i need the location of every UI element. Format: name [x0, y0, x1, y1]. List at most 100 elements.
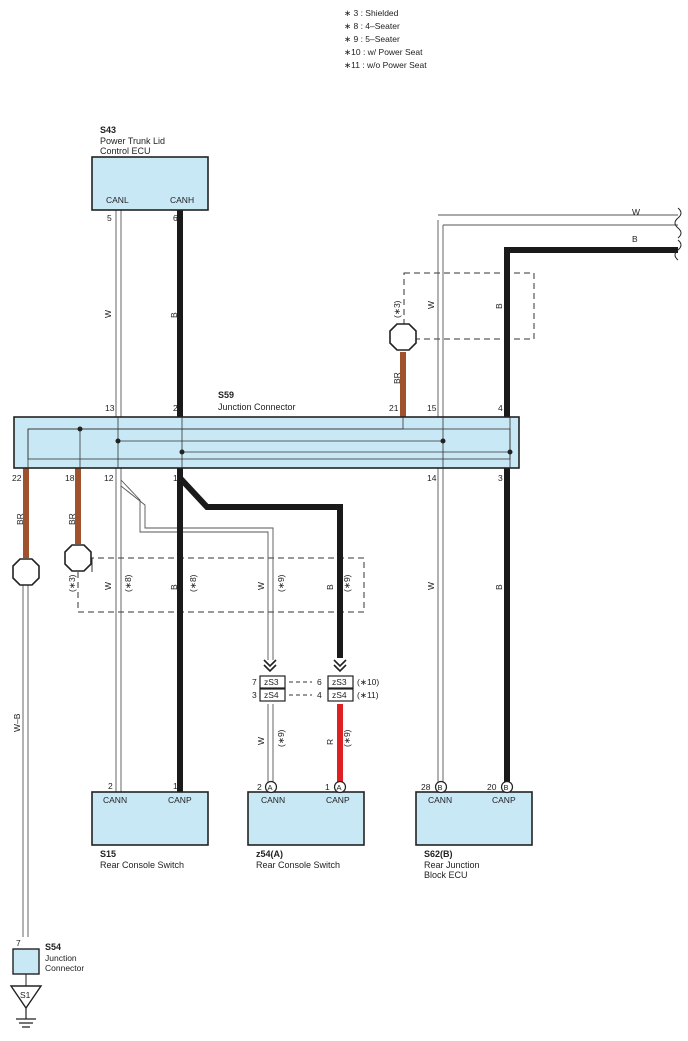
- note: (∗10): [357, 677, 379, 687]
- pin-number: 14: [427, 473, 437, 483]
- pin-number: 22: [12, 473, 22, 483]
- pin-number: 15: [427, 403, 437, 413]
- pin-number: 5: [107, 213, 112, 223]
- wire-note: (∗9): [342, 574, 352, 592]
- pin-number: 6: [317, 677, 322, 687]
- pin-label: CANN: [103, 795, 127, 805]
- s59-junction-connector: [13, 416, 520, 469]
- z54-name: Rear Console Switch: [256, 860, 340, 870]
- pin-number: 2: [257, 782, 262, 792]
- conn-letter: B: [438, 783, 443, 792]
- wire-color-label: BR: [15, 513, 25, 525]
- pin-label: CANP: [492, 795, 516, 805]
- connector-arrow-icon: [263, 659, 347, 673]
- ground-label: S1: [20, 990, 31, 1000]
- pin-number: 4: [498, 403, 503, 413]
- legend-item: ∗ 9 : 5–Seater: [344, 34, 400, 44]
- wire-color-label: W–B: [12, 713, 22, 732]
- wire-color-label: BR: [392, 372, 402, 384]
- s59-pins-bottom: 22 18 12 1 14 3: [12, 473, 503, 483]
- pin-number: 13: [105, 403, 115, 413]
- z54-code: z54(A): [256, 849, 283, 859]
- wire-note: (∗9): [342, 729, 352, 747]
- wire-color-label: W: [256, 582, 266, 590]
- legend-item: ∗10 : w/ Power Seat: [344, 47, 423, 57]
- pin-number: 18: [65, 473, 75, 483]
- legend-item: ∗11 : w/o Power Seat: [344, 60, 427, 70]
- shield-box-top: [403, 272, 535, 340]
- s62-name: Rear Junction: [424, 860, 480, 870]
- legend: ∗ 3 : Shielded ∗ 8 : 4–Seater ∗ 9 : 5–Se…: [344, 8, 427, 70]
- wire-break-icon: [674, 207, 682, 261]
- wire-color-label: B: [632, 234, 638, 244]
- pin-number: 2: [108, 781, 113, 791]
- legend-item: ∗ 8 : 4–Seater: [344, 21, 400, 31]
- wire-color-label: W: [426, 301, 436, 309]
- legend-item: ∗ 3 : Shielded: [344, 8, 399, 18]
- s43-name: Power Trunk Lid: [100, 136, 165, 146]
- conn-letter: A: [337, 783, 342, 792]
- pin-number: 2: [173, 403, 178, 413]
- wire-color-label: R: [325, 739, 335, 745]
- s62-code: S62(B): [424, 849, 453, 859]
- pin-number: 7: [252, 677, 257, 687]
- s59-pins-top: 13 2 21 15 4: [105, 403, 503, 413]
- s54-connector: [12, 948, 40, 975]
- wire-note: (∗3): [392, 300, 402, 318]
- wire-note: (∗8): [188, 574, 198, 592]
- wire-color-label: B: [494, 584, 504, 590]
- wire-labels: W B W B BR (∗3) BR BR (∗3) W (∗8) B (∗8)…: [12, 207, 640, 747]
- wire-color-label: BR: [67, 513, 77, 525]
- pin-number: 4: [317, 690, 322, 700]
- black-wires: [177, 210, 678, 792]
- s62-ecu: CANN CANP B B: [415, 780, 533, 846]
- pin-number: 3: [252, 690, 257, 700]
- connector-label: zS3: [332, 677, 347, 687]
- wire-color-label: W: [256, 737, 266, 745]
- wire-color-label: W: [426, 582, 436, 590]
- s43-name: Control ECU: [100, 146, 151, 156]
- wire-color-label: W: [103, 582, 113, 590]
- s43-pin-canl: CANL: [106, 195, 129, 205]
- s59-code: S59: [218, 390, 234, 400]
- s62-name: Block ECU: [424, 870, 468, 880]
- pin-label: CANN: [428, 795, 452, 805]
- pin-label: CANP: [168, 795, 192, 805]
- connector-label: zS4: [332, 690, 347, 700]
- pin-label: CANN: [261, 795, 285, 805]
- ground-icon: [9, 985, 43, 1028]
- wire-note: (∗8): [123, 574, 133, 592]
- pin-number: 3: [498, 473, 503, 483]
- s54-code: S54: [45, 942, 61, 952]
- wire-color-label: W: [103, 310, 113, 318]
- wire-color-label: B: [494, 303, 504, 309]
- connector-label: zS4: [264, 690, 279, 700]
- pin-number: 1: [173, 473, 178, 483]
- pin-number: 12: [104, 473, 114, 483]
- s15-code: S15: [100, 849, 116, 859]
- s54-name: Junction: [45, 953, 77, 963]
- z54-switch: CANN CANP A A: [247, 780, 365, 846]
- s59-name: Junction Connector: [218, 402, 296, 412]
- wire-note: (∗9): [276, 574, 286, 592]
- shield-box-bottom: [77, 557, 365, 613]
- connector-label: zS3: [264, 677, 279, 687]
- s43-pin-canh: CANH: [170, 195, 194, 205]
- s15-switch: CANN CANP: [91, 791, 209, 846]
- conn-letter: A: [268, 783, 273, 792]
- pin-number: 7: [16, 938, 21, 948]
- inline-connector: zS3 zS4 zS3 zS4 7 3 6 4 (∗10) (∗11): [252, 675, 379, 702]
- junction-dot: [77, 426, 513, 455]
- wire-note: (∗9): [276, 729, 286, 747]
- conn-letter: B: [504, 783, 509, 792]
- s54-name: Connector: [45, 963, 84, 973]
- pin-number: 20: [487, 782, 497, 792]
- s15-name: Rear Console Switch: [100, 860, 184, 870]
- wire-color-label: B: [169, 312, 179, 318]
- pin-label: CANP: [326, 795, 350, 805]
- note: (∗11): [357, 690, 379, 700]
- pin-number: 6: [173, 213, 178, 223]
- wire-color-label: B: [325, 584, 335, 590]
- brown-wires: [23, 352, 406, 558]
